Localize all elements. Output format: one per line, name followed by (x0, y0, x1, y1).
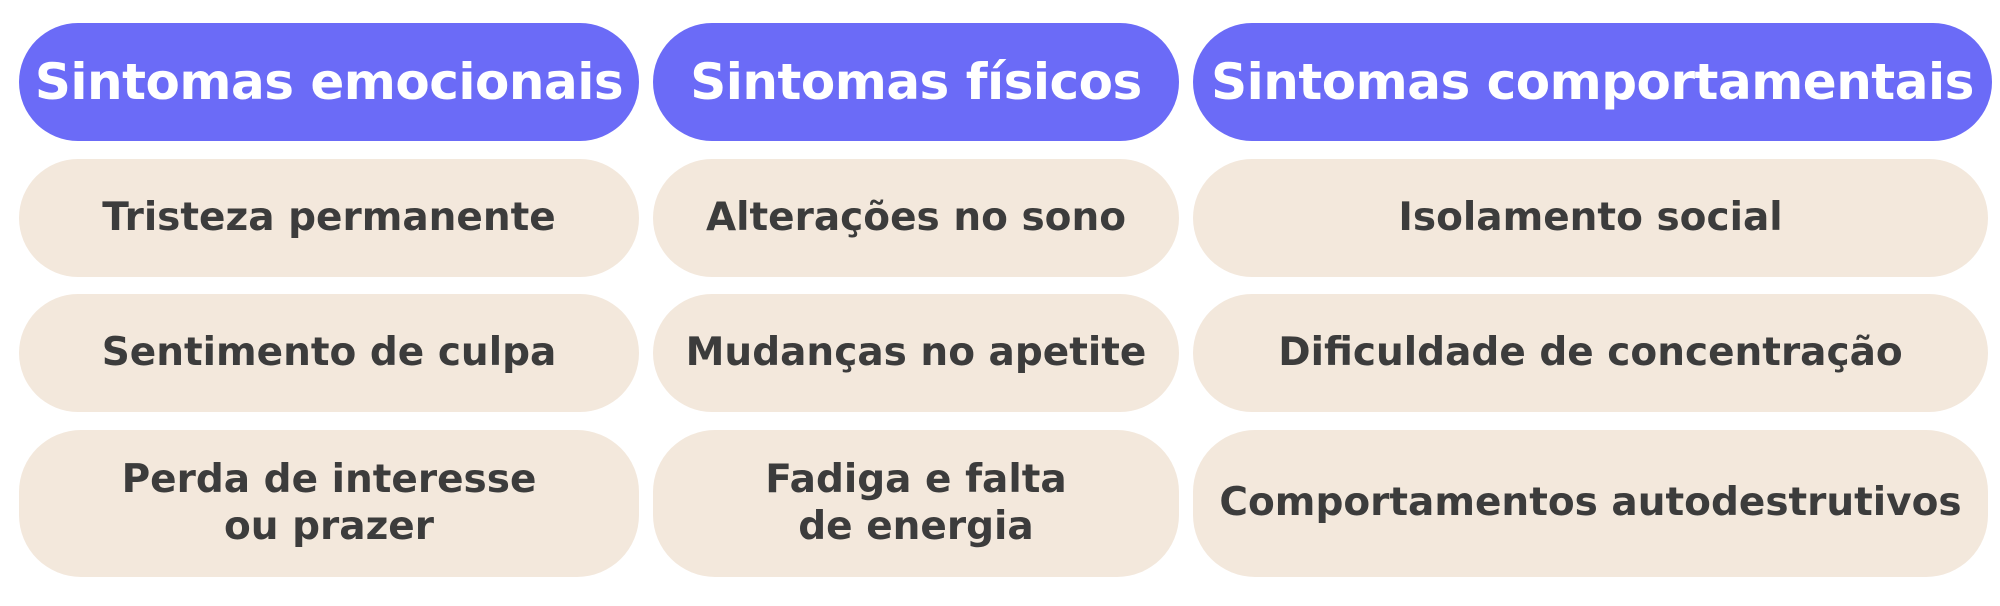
symptom-item: Sentimento de culpa (19, 294, 639, 412)
symptom-item: Perda de interesse ou prazer (19, 430, 639, 577)
symptom-item: Fadiga e falta de energia (653, 430, 1179, 577)
symptom-item: Mudanças no apetite (653, 294, 1179, 412)
column-header-physical: Sintomas físicos (653, 23, 1179, 141)
symptom-item: Alterações no sono (653, 159, 1179, 277)
symptom-item: Isolamento social (1193, 159, 1988, 277)
symptom-item: Dificuldade de concentração (1193, 294, 1988, 412)
symptom-item: Tristeza permanente (19, 159, 639, 277)
column-header-behavioral: Sintomas comportamentais (1193, 23, 1992, 141)
column-header-emotional: Sintomas emocionais (19, 23, 639, 141)
symptom-item: Comportamentos autodestrutivos (1193, 430, 1988, 577)
